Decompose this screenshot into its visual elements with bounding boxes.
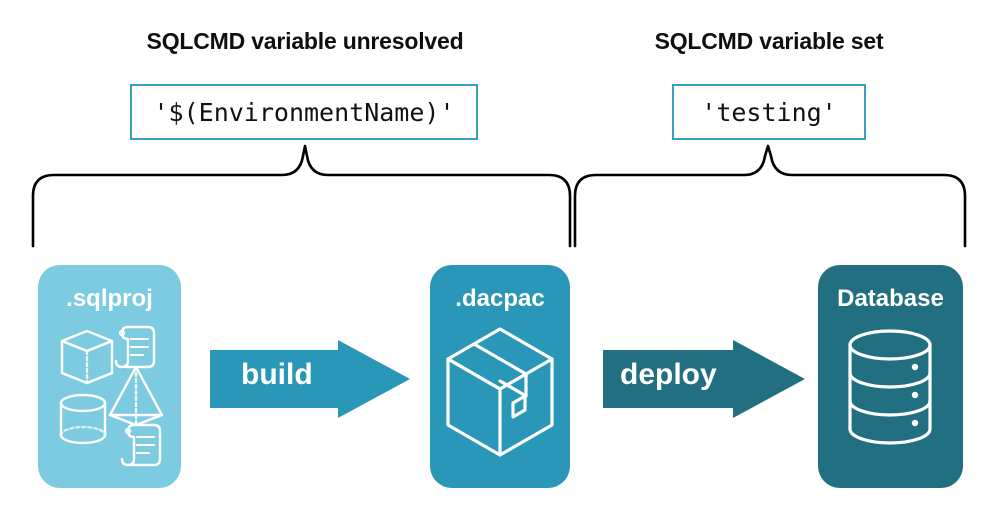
card-sqlproj-artwork xyxy=(59,325,164,467)
arrow-build xyxy=(210,340,410,418)
card-database[interactable]: Database xyxy=(818,265,963,488)
package-box-icon xyxy=(446,327,554,457)
card-sqlproj[interactable]: .sqlproj xyxy=(38,265,181,488)
pyramid-icon xyxy=(108,365,164,427)
arrow-deploy-label: deploy xyxy=(620,358,717,391)
card-database-artwork xyxy=(848,329,932,445)
database-cylinder-icon xyxy=(848,329,932,445)
card-dacpac-artwork xyxy=(446,327,554,457)
cylinder-icon xyxy=(59,393,107,445)
curly-brace-left xyxy=(31,144,572,248)
cube-icon xyxy=(60,329,114,385)
code-box-left: '$(EnvironmentName)' xyxy=(130,84,478,140)
arrow-build-label: build xyxy=(241,358,313,391)
arrow-deploy xyxy=(603,340,805,418)
section-heading-right: SQLCMD variable set xyxy=(654,28,884,54)
curly-brace-right xyxy=(573,144,967,248)
section-heading-left: SQLCMD variable unresolved xyxy=(146,28,464,54)
code-box-right: 'testing' xyxy=(672,84,866,140)
card-dacpac-label: .dacpac xyxy=(455,285,545,312)
scroll-icon xyxy=(120,423,162,467)
scroll-icon xyxy=(114,325,156,369)
card-dacpac[interactable]: .dacpac xyxy=(430,265,570,488)
card-database-label: Database xyxy=(837,285,944,312)
card-sqlproj-label: .sqlproj xyxy=(66,285,153,312)
